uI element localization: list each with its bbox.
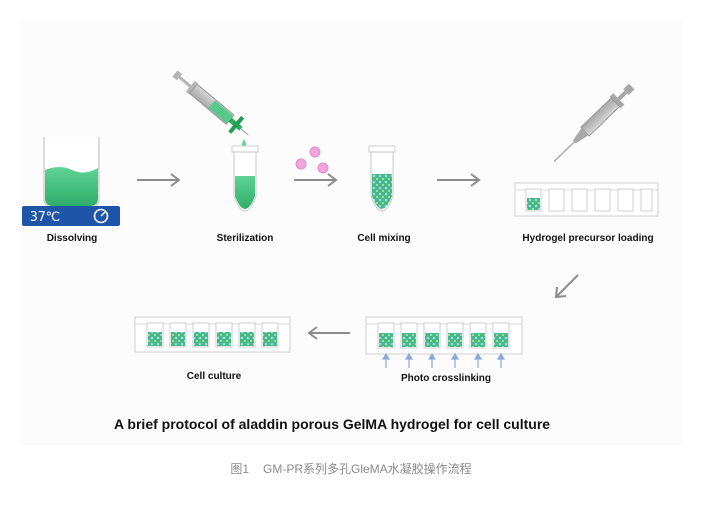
figure-label: 图1 — [230, 462, 250, 476]
arrow-4-icon — [554, 274, 579, 299]
well-strip-culture — [134, 316, 291, 353]
hotplate-knob-icon — [93, 208, 109, 224]
label-precursor-loading: Hydrogel precursor loading — [522, 233, 654, 244]
label-cell-culture: Cell culture — [186, 371, 242, 382]
label-sterilization: Sterilization — [216, 233, 274, 244]
arrow-1-icon — [137, 173, 181, 187]
diagram-title: A brief protocol of aladdin porous GelMA… — [113, 416, 551, 432]
pipette-icon — [553, 83, 635, 162]
beaker-on-hotplate: 37℃ — [22, 137, 120, 226]
arrow-3-icon — [437, 173, 481, 187]
hotplate-body — [22, 206, 120, 226]
cells-icon — [295, 146, 329, 174]
tube-cell-mixing-icon — [368, 145, 396, 212]
label-dissolving: Dissolving — [46, 233, 98, 244]
well-strip-crosslinking — [365, 316, 523, 368]
figure-caption: 图1 GM-PR系列多孔GleMA水凝胶操作流程 — [230, 460, 471, 477]
well-strip-loading — [514, 182, 659, 217]
caption-text: GM-PR系列多孔GleMA水凝胶操作流程 — [263, 462, 472, 476]
figure-panel — [20, 20, 683, 445]
uv-light-arrows-icon — [381, 352, 506, 368]
label-cell-mixing: Cell mixing — [357, 233, 411, 244]
label-photo-crosslinking: Photo crosslinking — [400, 373, 492, 384]
arrow-5-icon — [307, 326, 350, 340]
tube-sterilization-icon — [231, 145, 259, 212]
crosslink-wells — [377, 322, 510, 349]
arrow-2-icon — [294, 173, 338, 187]
hotplate-display: 37℃ — [30, 210, 60, 225]
syringe-icon — [172, 70, 249, 136]
